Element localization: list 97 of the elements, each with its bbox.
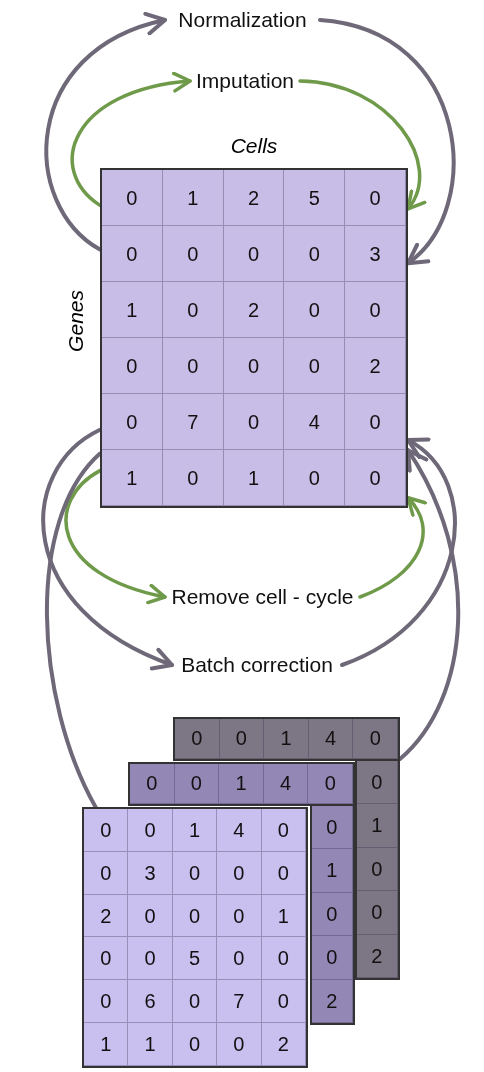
cell-value: 0 [247, 243, 260, 264]
cell-value: 0 [369, 728, 381, 749]
cell-value: 1 [247, 467, 260, 488]
curved-arrow [41, 427, 174, 670]
cell-value: 0 [326, 817, 338, 838]
cell-value: 0 [187, 243, 199, 264]
cell-value: 2 [326, 990, 338, 1011]
step-label: Normalization [165, 5, 320, 35]
cell-value: 0 [188, 862, 201, 883]
cell-value: 2 [247, 299, 260, 320]
cell-value: 0 [100, 948, 112, 969]
cell-value: 0 [188, 991, 201, 1012]
cell-value: 1 [187, 187, 199, 208]
cell-value: 0 [233, 1034, 245, 1055]
cell-value: 0 [308, 299, 320, 320]
cell-value: 0 [233, 862, 245, 883]
cell-value: 1 [126, 299, 138, 320]
cell-value: 0 [146, 773, 158, 794]
curved-arrow [340, 438, 457, 667]
curved-arrow [398, 448, 460, 762]
cell-value: 1 [371, 815, 383, 836]
cell-value: 1 [326, 860, 338, 881]
cell-value: 6 [144, 991, 156, 1012]
cell-value: 7 [233, 991, 245, 1012]
cell-value: 5 [308, 187, 320, 208]
cell-value: 4 [280, 773, 292, 794]
cell-value: 0 [277, 819, 289, 840]
cell-value: 2 [371, 945, 383, 966]
cell-value: 0 [100, 819, 112, 840]
cell-value: 0 [235, 728, 247, 749]
cell-value: 0 [126, 355, 138, 376]
cell-value: 0 [191, 728, 203, 749]
cell-value: 0 [187, 467, 199, 488]
cell-value: 1 [188, 819, 201, 840]
cell-value: 0 [308, 355, 320, 376]
cell-value: 0 [144, 819, 156, 840]
data-matrix [82, 807, 308, 1068]
cell-value: 0 [190, 773, 202, 794]
cell-value: 1 [277, 905, 289, 926]
cell-value: 0 [326, 947, 338, 968]
cell-value: 1 [280, 728, 292, 749]
cell-value: 0 [144, 948, 156, 969]
cell-value: 0 [371, 772, 383, 793]
curved-arrow [318, 18, 456, 266]
cell-value: 0 [126, 411, 138, 432]
cell-value: 4 [325, 728, 337, 749]
curved-arrow [70, 72, 192, 208]
cell-value: 5 [188, 948, 201, 969]
cell-value: 0 [126, 243, 138, 264]
cell-value: 0 [277, 948, 289, 969]
step-label: Remove cell - cycle [165, 582, 360, 612]
cell-value: 1 [126, 467, 138, 488]
cell-value: 1 [235, 773, 247, 794]
cell-value: 0 [100, 991, 112, 1012]
cell-value: 0 [187, 355, 199, 376]
cell-value: 0 [247, 411, 260, 432]
step-label: Batch correction [172, 650, 342, 680]
cell-value: 0 [371, 902, 383, 923]
curved-arrow [44, 13, 167, 252]
cell-value: 0 [233, 905, 245, 926]
cell-value: 0 [277, 991, 289, 1012]
cell-value: 4 [233, 819, 245, 840]
cell-value: 0 [233, 948, 245, 969]
cell-value: 2 [247, 187, 260, 208]
cell-value: 3 [369, 243, 381, 264]
cell-value: 2 [369, 355, 381, 376]
cell-value: 3 [144, 862, 156, 883]
cell-value: 2 [100, 905, 112, 926]
cell-value: 1 [100, 1034, 112, 1055]
cell-value: 0 [100, 862, 112, 883]
curved-arrow [298, 79, 426, 211]
cell-value: 0 [369, 411, 381, 432]
axis-label: Genes [64, 290, 88, 352]
cell-value: 2 [277, 1034, 289, 1055]
cell-value: 0 [369, 467, 381, 488]
cell-value: 0 [308, 467, 320, 488]
cell-value: 0 [188, 905, 201, 926]
cell-value: 0 [187, 299, 199, 320]
cell-value: 0 [369, 187, 381, 208]
cell-value: 0 [277, 862, 289, 883]
cell-value: 4 [308, 411, 320, 432]
cell-value: 0 [247, 355, 260, 376]
curved-arrow [358, 496, 427, 599]
cell-value: 0 [126, 187, 138, 208]
cell-value: 0 [369, 299, 381, 320]
cell-value: 0 [188, 1034, 201, 1055]
curved-arrow [64, 468, 167, 604]
cell-value: 7 [187, 411, 199, 432]
cell-value: 0 [308, 243, 320, 264]
step-label: Imputation [190, 66, 300, 96]
cell-value: 0 [326, 903, 338, 924]
connector-line [44, 451, 102, 809]
axis-label: Cells [230, 134, 278, 158]
cell-value: 1 [144, 1034, 156, 1055]
cell-value: 0 [144, 905, 156, 926]
cell-value: 0 [371, 858, 383, 879]
cell-value: 0 [324, 773, 336, 794]
